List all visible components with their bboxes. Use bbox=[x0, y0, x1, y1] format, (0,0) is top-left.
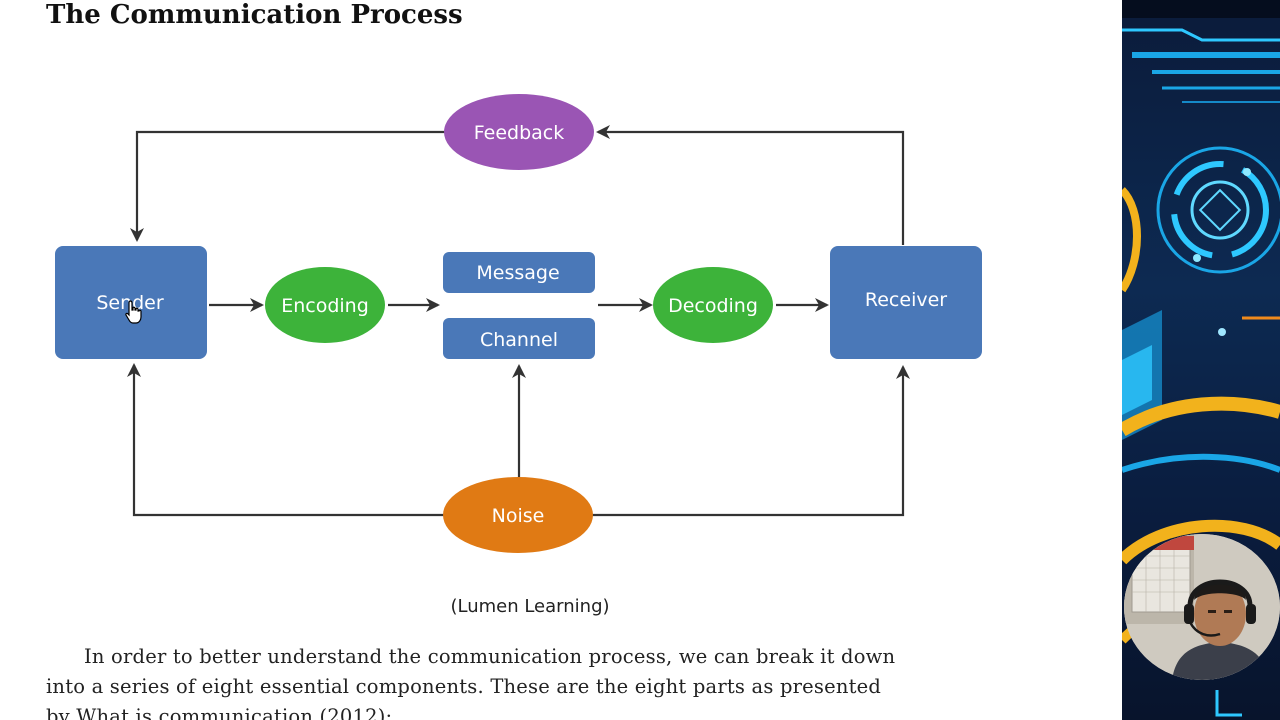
feedback-to-sender-arrow bbox=[130, 130, 446, 242]
decoding-node: Decoding bbox=[653, 267, 773, 343]
noise-to-sender-arrow bbox=[127, 363, 446, 517]
paragraph-line: into a series of eight essential compone… bbox=[46, 675, 882, 698]
body-paragraph: In order to better understand the commun… bbox=[46, 642, 1026, 720]
channel-node: Channel bbox=[443, 318, 595, 359]
receiver-label: Receiver bbox=[865, 289, 947, 311]
message-node: Message bbox=[443, 252, 595, 293]
noise-label: Noise bbox=[492, 505, 545, 527]
encoding-label: Encoding bbox=[281, 295, 369, 317]
noise-node: Noise bbox=[443, 477, 593, 553]
document-page: The Communication Process bbox=[46, 0, 1026, 720]
presenter-webcam bbox=[1124, 534, 1280, 680]
sci-fi-decoration bbox=[1122, 0, 1280, 717]
encoding-node: Encoding bbox=[265, 267, 385, 343]
figure-caption: (Lumen Learning) bbox=[450, 596, 610, 617]
receiver-node: Receiver bbox=[830, 246, 982, 359]
page-title: The Communication Process bbox=[46, 0, 463, 30]
noise-lines bbox=[127, 363, 910, 517]
feedback-loop bbox=[130, 125, 905, 245]
hand-pointer-icon bbox=[125, 300, 142, 324]
decoding-label: Decoding bbox=[668, 295, 758, 317]
noise-to-receiver-arrow bbox=[592, 365, 910, 517]
receiver-to-feedback-arrow bbox=[596, 125, 905, 245]
paragraph-line: In order to better understand the commun… bbox=[84, 645, 896, 668]
presenter-image bbox=[1124, 534, 1280, 680]
paragraph-line: by What is communication (2012): bbox=[46, 705, 393, 720]
communication-diagram: Feedback Sender Encoding Message Channel bbox=[55, 94, 982, 553]
channel-label: Channel bbox=[480, 329, 558, 351]
feedback-label: Feedback bbox=[474, 122, 564, 144]
feedback-node: Feedback bbox=[444, 94, 594, 170]
message-label: Message bbox=[476, 262, 559, 284]
